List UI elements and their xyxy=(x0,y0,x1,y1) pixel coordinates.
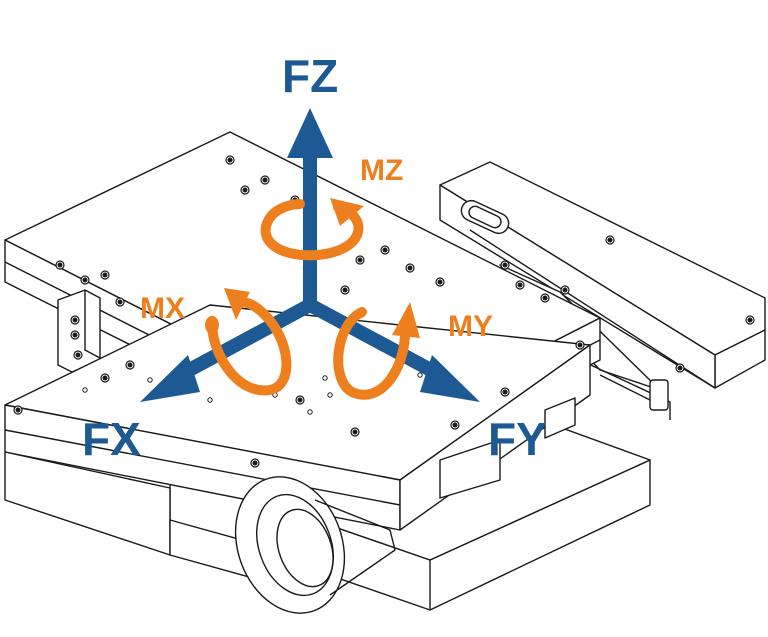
mz-label: MZ xyxy=(360,154,403,187)
positioning-stage-drawing xyxy=(4,131,766,614)
cable-loop xyxy=(234,476,396,614)
mz-moment-arrow xyxy=(260,198,364,261)
mx-label: MX xyxy=(140,292,185,325)
mx-moment-arrow xyxy=(205,288,292,396)
force-axes xyxy=(140,108,480,402)
my-label: MY xyxy=(448,310,493,343)
moment-arrows xyxy=(205,198,420,400)
fz-label: FZ xyxy=(282,50,338,102)
fz-axis-arrow xyxy=(287,108,333,305)
fx-axis-arrow xyxy=(140,298,314,402)
axis-labels: FZ FX FY MZ MX MY xyxy=(82,50,547,465)
fx-label: FX xyxy=(82,413,141,465)
fy-axis-arrow xyxy=(306,298,480,402)
fy-label: FY xyxy=(488,413,547,465)
my-moment-arrow xyxy=(333,302,420,400)
lower-carriage xyxy=(4,451,261,581)
